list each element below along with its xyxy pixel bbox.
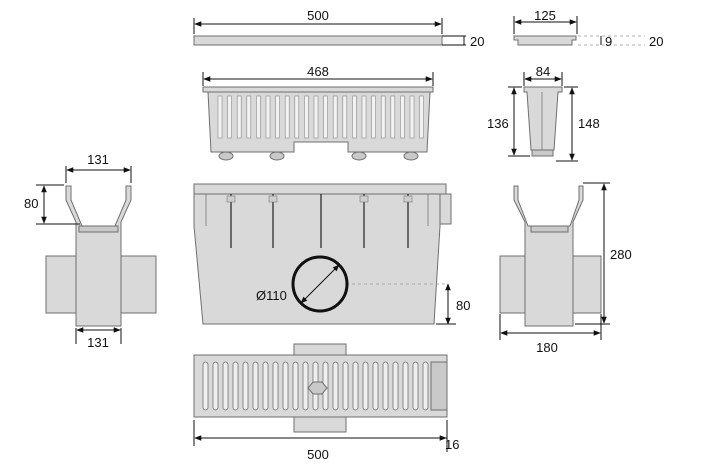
top-slot <box>302 361 309 411</box>
top-slot <box>402 361 409 411</box>
basket-slot <box>313 95 319 139</box>
basket-slot <box>419 95 424 139</box>
top-slot <box>392 361 399 411</box>
basket-slot <box>409 95 415 139</box>
basket-slot <box>294 95 300 139</box>
basket-slot <box>256 95 261 139</box>
top-slot <box>372 361 379 411</box>
basket-slot <box>371 95 376 139</box>
dim-top-length: 500 <box>307 447 329 462</box>
basket-slot <box>361 95 367 139</box>
rib-boss <box>268 195 278 203</box>
top-slot <box>242 361 249 411</box>
basket-slot <box>284 95 290 139</box>
grate-side-view <box>193 18 466 46</box>
top-slot <box>282 361 289 411</box>
basket-slot <box>390 95 396 139</box>
rib-boss <box>226 195 236 203</box>
dim-basket-width: 84 <box>536 64 550 79</box>
dim-grate-width: 125 <box>534 8 556 23</box>
top-slot <box>382 361 389 411</box>
top-slot <box>362 361 369 411</box>
basket-end-view <box>508 72 578 162</box>
dim-throat-depth: 80 <box>24 196 38 211</box>
rib-boss <box>359 195 369 203</box>
basket-slot <box>323 95 328 139</box>
basket-slot <box>352 95 357 139</box>
basket-slot <box>246 95 252 139</box>
body-top-view <box>193 343 448 452</box>
dim-grate-end-height: 20 <box>649 34 663 49</box>
top-slot <box>212 361 219 411</box>
rib-boss <box>403 195 413 203</box>
basket-slot <box>342 95 348 139</box>
top-slot <box>222 361 229 411</box>
dim-grate-thickness: 20 <box>470 34 484 49</box>
top-slot <box>232 361 239 411</box>
body-side-view <box>193 183 456 325</box>
top-slot <box>202 361 209 411</box>
basket-slot <box>275 95 280 139</box>
top-slot <box>352 361 359 411</box>
dim-basket-depth-inner: 136 <box>487 116 509 131</box>
body-end-section <box>36 166 157 344</box>
dim-base-width: 131 <box>87 335 109 350</box>
top-slot <box>292 361 299 411</box>
top-slot <box>332 361 339 411</box>
dim-end-height: 280 <box>610 247 632 262</box>
top-slot <box>252 361 259 411</box>
dim-top-end-offset: 16 <box>445 437 459 452</box>
basket-slot <box>304 95 309 139</box>
dim-grate-rebate: 9 <box>605 34 612 49</box>
dim-outlet-diameter: Ø110 <box>256 288 287 303</box>
body-end-view <box>499 182 610 340</box>
basket-side-view <box>202 72 434 161</box>
basket-slot <box>217 95 223 139</box>
basket-slot <box>332 95 338 139</box>
top-slot <box>412 361 419 411</box>
basket-slot <box>400 95 405 139</box>
top-slot <box>262 361 269 411</box>
top-slot <box>272 361 279 411</box>
dim-throat-width: 131 <box>87 152 109 167</box>
basket-slot <box>380 95 386 139</box>
dim-outlet-height: 80 <box>456 298 470 313</box>
dim-basket-length: 468 <box>307 64 329 79</box>
basket-slot <box>236 95 242 139</box>
dim-basket-depth-outer: 148 <box>578 116 600 131</box>
grate-end-view <box>513 16 645 46</box>
top-slot <box>422 361 429 411</box>
basket-slot <box>227 95 232 139</box>
dim-end-width: 180 <box>536 340 558 355</box>
top-slot <box>342 361 349 411</box>
dim-grate-length: 500 <box>307 8 329 23</box>
basket-slot <box>265 95 271 139</box>
